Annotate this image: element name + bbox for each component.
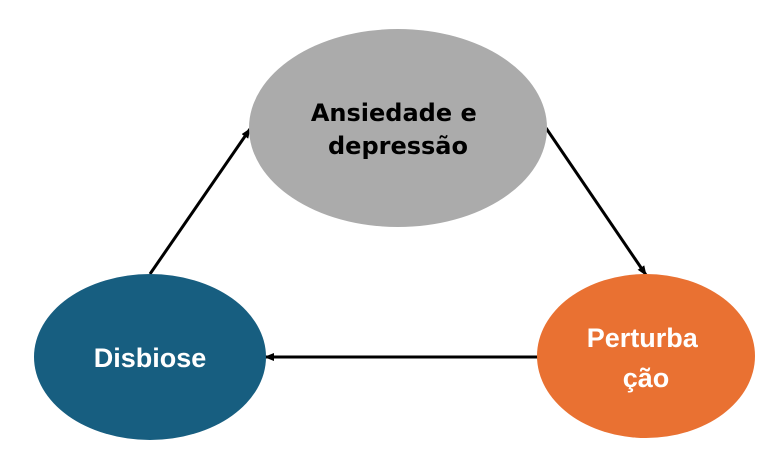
node-anxiety-label-line2: depressão — [328, 132, 468, 160]
node-disruption-label-line2: ção — [623, 363, 670, 393]
node-anxiety-label-line1: Ansiedade e — [311, 99, 477, 127]
node-dysbiosis-label: Disbiose — [94, 343, 207, 373]
svg-text:Ansiedade e depressão: Ansiedade e depressão — [311, 99, 485, 160]
node-dysbiosis: Disbiose — [34, 274, 266, 440]
node-anxiety-ellipse — [249, 29, 547, 227]
arrow-anxiety-to-disruption — [544, 127, 648, 276]
svg-text:Disbiose: Disbiose — [94, 343, 207, 373]
arrow-dysbiosis-to-anxiety — [148, 128, 252, 275]
node-dysbiosis-ellipse — [34, 274, 266, 440]
node-disruption-ellipse — [537, 274, 755, 438]
svg-text:Perturba ção: Perturba ção — [587, 323, 706, 393]
node-anxiety-depression: Ansiedade e depressão — [249, 29, 547, 227]
node-disruption-label-line1: Perturba — [587, 323, 699, 353]
node-disruption: Perturba ção — [537, 274, 755, 438]
